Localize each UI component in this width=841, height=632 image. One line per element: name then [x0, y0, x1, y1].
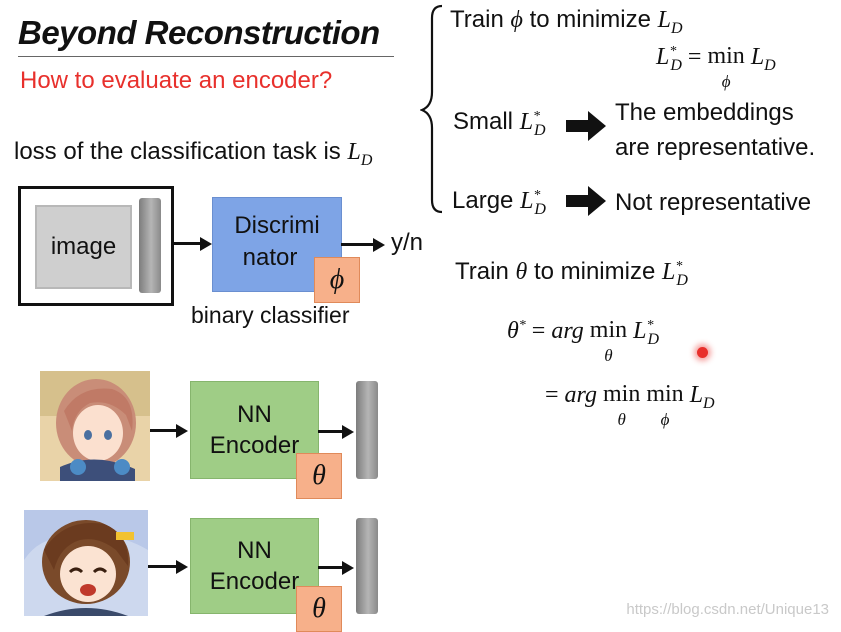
train-theta-line: Train θ to minimize L*D — [455, 258, 688, 290]
brace-icon — [420, 4, 443, 214]
arrow-to-embedding — [318, 566, 344, 569]
loss-symbol: LD — [347, 139, 373, 169]
small-ld-label: Small L*D — [453, 108, 546, 140]
embedding-vector — [356, 518, 378, 614]
pink-hair-character-icon — [40, 371, 150, 481]
laser-pointer-icon — [697, 347, 708, 358]
embedding-vector — [356, 381, 378, 479]
arrow-to-embedding — [318, 430, 344, 433]
min-operator-phi: min ϕ — [646, 382, 683, 430]
small-result: The embeddings are representative. — [615, 96, 815, 166]
min-subscript: θ — [604, 346, 613, 365]
arrow-to-output — [341, 243, 375, 246]
arrow-to-encoder — [148, 565, 178, 568]
ld-rhs: LD — [750, 44, 776, 74]
train-theta-prefix: Train — [455, 258, 509, 285]
encoder-box-2: NN Encoder — [190, 518, 319, 614]
min-subscript: ϕ — [721, 72, 731, 91]
small-ld-symbol: L*D — [519, 109, 546, 139]
arg-label: arg — [564, 382, 597, 408]
theta-param-box: θ — [296, 586, 342, 632]
ld-star-symbol: L*D — [661, 259, 688, 289]
encoder-line1: NN — [237, 536, 272, 564]
loss-description: loss of the classification task is LD — [14, 138, 372, 170]
brown-hair-character-icon — [24, 510, 148, 616]
ld-star-rhs: L*D — [633, 318, 660, 348]
large-ld-symbol: L*D — [520, 188, 546, 218]
encoder-line1: NN — [237, 400, 272, 428]
image-label: image — [50, 233, 117, 261]
large-ld-label: Large L*D — [452, 187, 546, 219]
min-label: min — [707, 43, 745, 69]
eq-sign: = — [687, 44, 702, 70]
theta-star-expanded: = arg min θ min ϕ LD — [545, 382, 715, 430]
arrow-head-icon — [373, 238, 385, 252]
theta-star-equation: θ* = arg min θ L*D — [507, 318, 659, 366]
large-label: Large — [452, 187, 514, 214]
arrow-to-encoder — [150, 429, 178, 432]
title-underline — [18, 56, 394, 57]
slide-subtitle: How to evaluate an encoder? — [20, 67, 333, 94]
eq-sign: = — [545, 382, 559, 408]
arrow-head-icon — [342, 561, 354, 575]
binary-classifier-caption: binary classifier — [191, 302, 350, 328]
arrow-head-icon — [176, 424, 188, 438]
arg-label: arg — [551, 318, 584, 344]
discriminator-line1: Discrimi — [234, 212, 320, 240]
arrow-head-icon — [342, 425, 354, 439]
ld-star-equation: L*D = min ϕ LD — [656, 44, 776, 92]
small-result-line2: are representative. — [615, 133, 816, 161]
discriminator-box: Discrimi nator — [212, 197, 342, 292]
min-operator: min θ — [590, 318, 627, 366]
phi-param-box: ϕ — [314, 257, 360, 303]
large-result: Not representative — [615, 189, 812, 216]
min-label: min — [603, 381, 641, 407]
small-label: Small — [453, 108, 514, 135]
min-subscript: ϕ — [660, 410, 670, 429]
arrow-to-discriminator — [172, 242, 202, 245]
min-subscript: θ — [617, 410, 626, 429]
min-label: min — [646, 381, 684, 407]
arrow-head-icon — [200, 237, 212, 251]
theta-param-box: θ — [296, 453, 342, 499]
theta-star-lhs: θ* — [507, 318, 526, 344]
phi-symbol: ϕ — [510, 7, 523, 33]
image-box: image — [35, 205, 132, 289]
train-phi-mid: to minimize — [529, 6, 651, 33]
theta-symbol: θ — [515, 259, 528, 285]
embedding-vector — [139, 198, 161, 293]
eq-sign: = — [531, 318, 546, 344]
small-result-line1: The embeddings — [615, 99, 794, 126]
min-operator: min ϕ — [707, 44, 744, 92]
train-phi-line: Train ϕ to minimize LD — [450, 6, 683, 38]
arrow-head-icon — [176, 560, 188, 574]
ld-rhs: LD — [689, 382, 715, 412]
watermark: https://blog.csdn.net/Unique13 — [626, 601, 829, 618]
loss-symbol-ld: LD — [657, 7, 683, 37]
train-phi-prefix: Train — [450, 6, 504, 33]
right-arrow-icon — [566, 111, 606, 141]
discriminator-line2: nator — [242, 243, 298, 271]
min-label: min — [589, 317, 628, 343]
ld-star-lhs: L*D — [656, 44, 682, 74]
output-label: y/n — [391, 229, 424, 256]
encoder-line2: Encoder — [209, 568, 300, 595]
encoder-line2: Encoder — [209, 432, 300, 459]
loss-text: loss of the classification task is — [14, 138, 341, 165]
slide-title: Beyond Reconstruction — [18, 14, 380, 51]
min-operator-theta: min θ — [603, 382, 640, 430]
train-theta-mid: to minimize — [533, 258, 656, 285]
right-arrow-icon — [566, 186, 606, 216]
